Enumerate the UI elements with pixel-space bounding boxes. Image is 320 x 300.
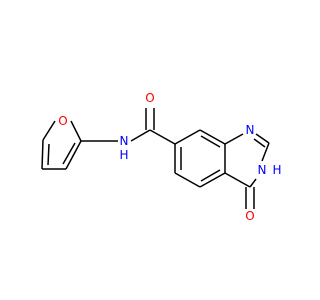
bonds bbox=[41, 108, 270, 209]
bond-c8-c8a-double bbox=[200, 135, 221, 148]
ring-nitrogen-n1-label: N bbox=[246, 123, 255, 137]
bond-furan-c2-c3-double bbox=[62, 142, 76, 165]
structure-drawing: O N H O N N H O bbox=[41, 91, 282, 223]
bond-c4-c4a bbox=[224, 172, 251, 188]
bond-c7-c8 bbox=[174, 129, 201, 145]
bond-carbonyl-ring bbox=[149, 129, 176, 145]
amide-hydrogen-label: H bbox=[119, 148, 128, 162]
bond-c2-n3 bbox=[261, 142, 270, 162]
bond-n-carbonyl-c bbox=[130, 129, 151, 142]
bond-furan-c4-c5 bbox=[41, 139, 44, 170]
bond-n1-c2-double bbox=[253, 138, 266, 148]
amide-nitrogen-label: N bbox=[120, 134, 129, 148]
molecule-svg: O N H O N N H O bbox=[41, 91, 282, 223]
bond-n3-c4 bbox=[249, 178, 257, 188]
bond-furan-o-c2 bbox=[70, 120, 82, 142]
carbonyl-oxygen-label: O bbox=[145, 91, 154, 105]
atom-labels: O N H O N N H O bbox=[58, 91, 281, 223]
bond-c8-c8a bbox=[199, 129, 226, 145]
bond-c5-c6 bbox=[174, 172, 201, 188]
oxo-oxygen-label: O bbox=[245, 209, 254, 223]
bond-c4a-c5 bbox=[199, 172, 226, 188]
bond-furan-c2-c3 bbox=[65, 140, 82, 170]
bond-c4a-c5-double bbox=[200, 169, 221, 182]
bond-furan-c4-c5-double bbox=[47, 143, 50, 166]
ring-nitrogen-n3-label: N bbox=[258, 163, 267, 177]
bond-n1-c2 bbox=[255, 133, 270, 144]
ring-hydrogen-n3-label: H bbox=[272, 163, 281, 177]
bond-c8a-n1 bbox=[224, 133, 244, 145]
bond-furan-c5-o bbox=[42, 120, 56, 141]
furan-oxygen-label: O bbox=[58, 114, 67, 128]
